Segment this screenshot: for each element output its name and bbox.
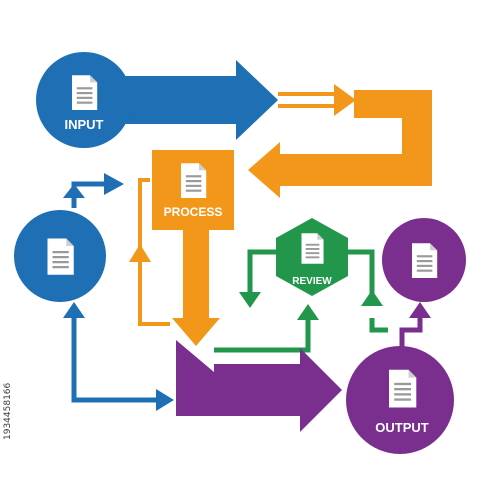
blue-arrowhead-up [63, 184, 85, 198]
document-icon [301, 233, 324, 264]
blue-connector-bottom-left [71, 310, 160, 403]
blue-arrowhead-up-bottom [63, 302, 85, 318]
orange-arrowhead-top [334, 84, 356, 116]
orange-return-arrow [248, 90, 432, 198]
green-arrowhead-up-right [361, 290, 383, 306]
document-icon [47, 238, 74, 275]
review-node: REVIEW [276, 218, 348, 296]
document-icon [181, 163, 207, 198]
document-icon [389, 369, 417, 408]
right-document-node [382, 218, 466, 302]
left-document-node [14, 210, 106, 302]
blue-arrowhead-right [104, 173, 124, 195]
green-arrowhead-up-mid [297, 304, 319, 320]
purple-small-connector [399, 312, 423, 350]
orange-down-arrow [172, 228, 220, 346]
process-node: PROCESS [152, 150, 234, 230]
output-node: OUTPUT [346, 346, 454, 454]
process-label: PROCESS [164, 205, 223, 219]
stock-id-watermark: 1934458166 [3, 382, 13, 440]
document-icon [412, 243, 438, 278]
input-node: INPUT [36, 52, 132, 148]
purple-big-arrow [176, 340, 342, 432]
orange-arrowhead-up-left [129, 244, 151, 262]
blue-main-arrow [120, 60, 278, 140]
review-label: REVIEW [292, 276, 332, 287]
blue-arrowhead-right-bottom [156, 389, 174, 411]
output-label: OUTPUT [375, 420, 429, 435]
document-icon [72, 75, 98, 110]
purple-arrowhead-up [409, 302, 431, 318]
green-arrowhead-down-left [239, 292, 261, 308]
green-connectors [214, 249, 388, 353]
input-label: INPUT [65, 117, 104, 132]
orange-double-line-top [278, 92, 336, 108]
